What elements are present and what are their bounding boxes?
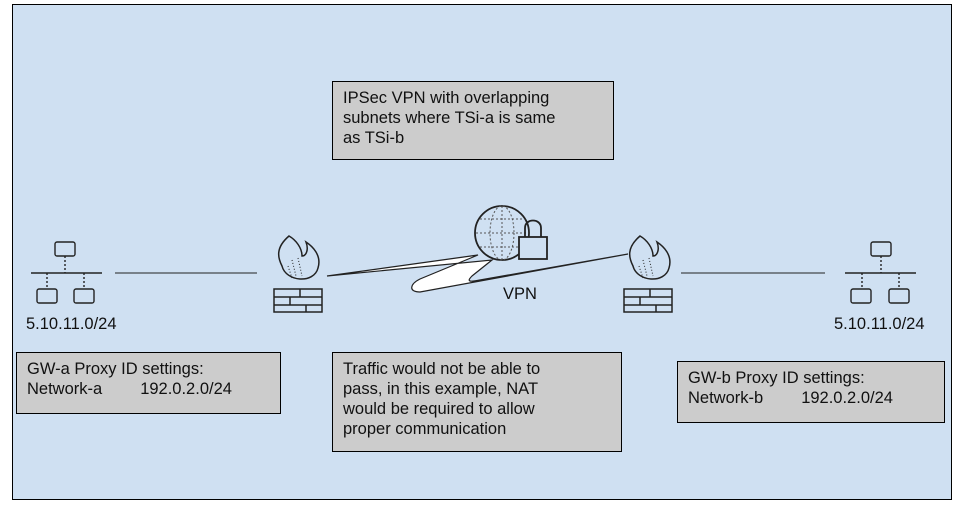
traffic-note: Traffic would not be able to pass, in th… bbox=[332, 352, 622, 452]
traffic-note-line: proper communication bbox=[343, 420, 507, 438]
title-note-line: as TSi-b bbox=[343, 129, 405, 147]
traffic-note-line: would be required to allow bbox=[343, 400, 535, 418]
vpn-tunnel bbox=[326, 253, 629, 293]
gw-b-network: Network-b bbox=[688, 389, 764, 407]
right-subnet-label: 5.10.11.0/24 bbox=[834, 315, 925, 333]
network-icon bbox=[845, 241, 916, 304]
title-note-line: IPSec VPN with overlapping bbox=[343, 89, 550, 107]
traffic-note-line: pass, in this example, NAT bbox=[343, 380, 539, 398]
gw-b-title: GW-b Proxy ID settings: bbox=[688, 369, 865, 387]
title-note-line: subnets where TSi-a is same bbox=[343, 109, 556, 127]
title-note: IPSec VPN with overlapping subnets where… bbox=[332, 81, 614, 160]
gw-a-title: GW-a Proxy ID settings: bbox=[27, 360, 204, 378]
traffic-note-line: Traffic would not be able to bbox=[343, 360, 541, 378]
gw-b-network-row: Network-b 192.0.2.0/24 bbox=[688, 388, 934, 408]
network-icon bbox=[31, 241, 102, 304]
globe-lock-icon bbox=[474, 205, 548, 261]
gw-b-proxy-note: GW-b Proxy ID settings: Network-b 192.0.2… bbox=[677, 361, 945, 423]
gw-b-subnet: 192.0.2.0/24 bbox=[801, 389, 893, 407]
firewall-icon bbox=[273, 235, 323, 313]
gw-a-network-row: Network-a 192.0.2.0/24 bbox=[27, 379, 270, 399]
gw-a-proxy-note: GW-a Proxy ID settings: Network-a 192.0.2… bbox=[16, 352, 281, 414]
gw-a-subnet: 192.0.2.0/24 bbox=[140, 380, 232, 398]
left-subnet-label: 5.10.11.0/24 bbox=[26, 315, 117, 333]
gw-a-network: Network-a bbox=[27, 380, 103, 398]
vpn-label: VPN bbox=[503, 285, 537, 303]
firewall-icon bbox=[623, 235, 673, 313]
